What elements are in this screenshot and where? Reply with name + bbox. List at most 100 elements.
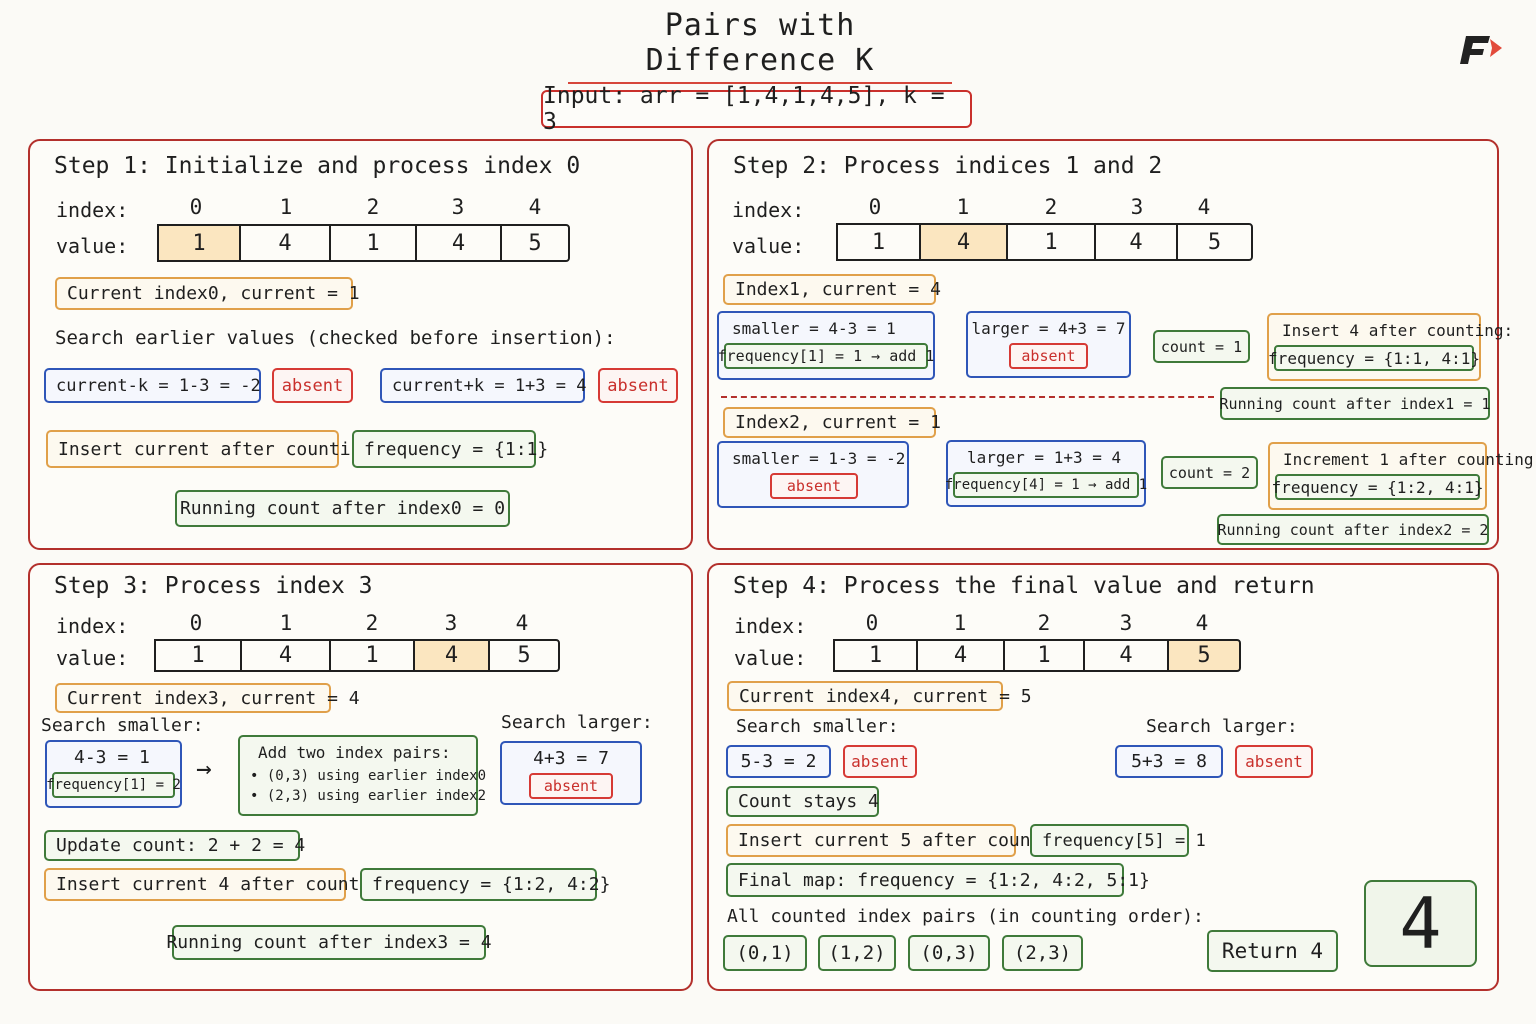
step2-index1-larger: larger = 4+3 = 7 absent xyxy=(966,311,1131,378)
final-answer: 4 xyxy=(1364,880,1477,967)
pair-chip-4: (2,3) xyxy=(1002,935,1083,971)
value-label: value: xyxy=(734,646,807,670)
array-cell-3: 4 xyxy=(1094,223,1178,261)
step3-pair-2: • (2,3) using earlier index2 xyxy=(250,788,487,804)
step2-index1-current: Index1, current = 4 xyxy=(723,274,941,305)
step2-index2-insert-label: Increment 1 after counting: xyxy=(1283,449,1536,469)
step3-search-smaller-label: Search smaller: xyxy=(41,715,204,736)
step4-final-map: Final map: frequency = {1:2, 4:2, 5:1} xyxy=(726,863,1150,897)
step4-search-smaller-label: Search smaller: xyxy=(736,716,899,737)
index-0: 0 xyxy=(868,195,882,219)
step2-index1-count: count = 1 xyxy=(1153,330,1250,363)
step2-index1-freq: frequency = {1:1, 4:1} xyxy=(1268,345,1480,371)
step1-freq: frequency = {1:1} xyxy=(352,430,548,468)
step1-minus-absent: absent xyxy=(272,368,353,403)
step3-larger-expr: 4+3 = 7 xyxy=(533,747,609,769)
index-label: index: xyxy=(56,198,129,222)
step2-index2-current: Index2, current = 1 xyxy=(723,407,941,438)
page-title: Pairs with Difference K xyxy=(568,8,952,84)
array-cell-3: 4 xyxy=(413,639,490,672)
index-4: 4 xyxy=(528,195,542,219)
step4-larger: 5+3 = 8 xyxy=(1115,745,1223,778)
brand-logo-icon xyxy=(1460,36,1502,64)
index-2: 2 xyxy=(365,611,379,635)
step4-title: Step 4: Process the final value and retu… xyxy=(733,573,1315,599)
step2-index1-smaller-expr: smaller = 4-3 = 1 xyxy=(732,318,896,338)
index-3: 3 xyxy=(444,611,458,635)
step3-search-larger-label: Search larger: xyxy=(501,712,653,733)
array-cell-3: 4 xyxy=(1083,639,1169,672)
value-label: value: xyxy=(56,234,129,258)
index-1: 1 xyxy=(956,195,970,219)
pair-chip-2: (1,2) xyxy=(818,935,896,971)
array-cell-0: 1 xyxy=(154,639,242,672)
index-0: 0 xyxy=(189,611,203,635)
step4-all-pairs-label: All counted index pairs (in counting ord… xyxy=(727,906,1204,927)
array-cell-4: 5 xyxy=(488,639,560,672)
arrow-right-icon: → xyxy=(196,754,212,784)
value-label: value: xyxy=(732,234,805,258)
step3-pairs-title: Add two index pairs: xyxy=(258,743,451,762)
array-cell-0: 1 xyxy=(833,639,918,672)
index-label: index: xyxy=(732,198,805,222)
step2-index2-smaller: smaller = 1-3 = -2 absent xyxy=(717,441,909,508)
index-4: 4 xyxy=(1197,195,1211,219)
step1-current: Current index0, current = 1 xyxy=(55,277,360,310)
step2-index2-larger-expr: larger = 1+3 = 4 xyxy=(967,447,1122,467)
index-1: 1 xyxy=(279,195,293,219)
step2-index2-smaller-expr: smaller = 1-3 = -2 xyxy=(732,448,906,468)
step2-index1-insert: Insert 4 after counting: frequency = {1:… xyxy=(1267,313,1514,381)
array-cell-4: 5 xyxy=(1167,639,1241,672)
step3-update: Update count: 2 + 2 = 4 xyxy=(44,830,305,861)
step3-pair-1: • (0,3) using earlier index0 xyxy=(250,768,487,784)
step4-smaller: 5-3 = 2 xyxy=(726,745,831,778)
pair-chip-3: (0,3) xyxy=(908,935,990,971)
step3-current: Current index3, current = 4 xyxy=(55,683,360,713)
step3-smaller: 4-3 = 1 frequency[1] = 2 xyxy=(45,740,182,808)
step2-index2-insert: Increment 1 after counting: frequency = … xyxy=(1268,442,1536,510)
index-label: index: xyxy=(56,614,129,638)
array-cell-4: 5 xyxy=(500,224,570,262)
array-cell-2: 1 xyxy=(1003,639,1085,672)
step3-smaller-freq: frequency[1] = 2 xyxy=(46,772,181,798)
step4-larger-absent: absent xyxy=(1235,745,1313,778)
step-divider xyxy=(721,396,1214,398)
input-summary: Input: arr = [1,4,1,4,5], k = 3 xyxy=(541,83,972,135)
array-cell-1: 4 xyxy=(239,224,331,262)
step3-running: Running count after index3 = 4 xyxy=(166,925,492,960)
step1-title: Step 1: Initialize and process index 0 xyxy=(54,153,581,179)
step2-index1-running: Running count after index1 = 1 xyxy=(1220,387,1490,420)
step3-insert: Insert current 4 after counting: xyxy=(44,868,403,901)
pair-chip-1: (0,1) xyxy=(723,935,807,971)
index-2: 2 xyxy=(1037,611,1051,635)
value-label: value: xyxy=(56,646,129,670)
step3-larger-absent: absent xyxy=(529,773,613,799)
step1-minus: current-k = 1-3 = -2 xyxy=(44,368,261,403)
index-2: 2 xyxy=(1044,195,1058,219)
index-3: 3 xyxy=(1130,195,1144,219)
array-cell-0: 1 xyxy=(157,224,241,262)
step2-index1-insert-label: Insert 4 after counting: xyxy=(1282,320,1514,340)
array-cell-2: 1 xyxy=(329,639,415,672)
array-cell-2: 1 xyxy=(1006,223,1096,261)
step2-index2-larger-freq: frequency[4] = 1 → add 1 xyxy=(945,472,1147,498)
step2-index2-larger: larger = 1+3 = 4 frequency[4] = 1 → add … xyxy=(945,440,1147,507)
step4-search-larger-label: Search larger: xyxy=(1146,716,1298,737)
index-0: 0 xyxy=(189,195,203,219)
array-cell-4: 5 xyxy=(1176,223,1253,261)
step1-insert: Insert current after counting: xyxy=(46,430,383,468)
step4-current: Current index4, current = 5 xyxy=(727,681,1032,711)
step2-index1-smaller-freq: frequency[1] = 1 → add 1 xyxy=(718,343,934,369)
step2-index1-larger-expr: larger = 4+3 = 7 xyxy=(971,318,1126,338)
step2-index2-freq: frequency = {1:2, 4:1} xyxy=(1272,474,1483,500)
step1-running: Running count after index0 = 0 xyxy=(175,490,510,527)
step3-freq: frequency = {1:2, 4:2} xyxy=(360,868,610,901)
index-1: 1 xyxy=(953,611,967,635)
array-cell-1: 4 xyxy=(916,639,1005,672)
return-label: Return 4 xyxy=(1207,930,1338,972)
step1-panel xyxy=(28,139,693,550)
step3-pairs: Add two index pairs: • (0,3) using earli… xyxy=(238,735,487,816)
step4-smaller-absent: absent xyxy=(843,745,917,778)
step2-index2-running: Running count after index2 = 2 xyxy=(1217,514,1489,545)
array-cell-3: 4 xyxy=(415,224,502,262)
